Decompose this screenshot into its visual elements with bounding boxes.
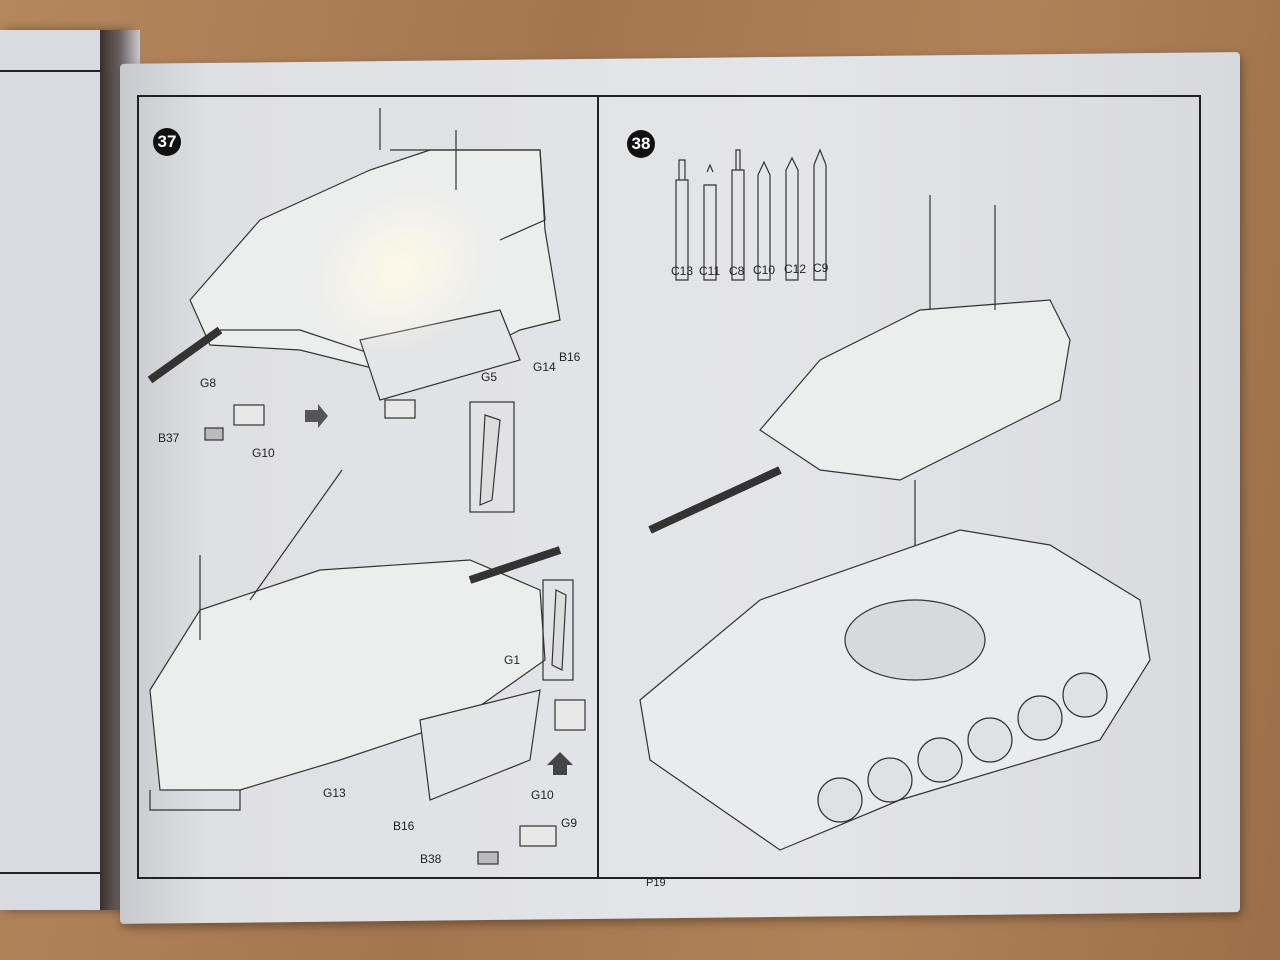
- hull-drawing: [639, 529, 1151, 851]
- ammo-label: C12: [784, 262, 807, 276]
- part-label: G13: [323, 786, 346, 800]
- page-number: P19: [646, 877, 666, 889]
- turret-drawing-step-38: [648, 195, 1071, 534]
- ammo-label: C13: [671, 264, 694, 278]
- part-label: G10: [252, 446, 275, 460]
- part-label: G9: [561, 816, 578, 830]
- part-label: B38: [420, 852, 442, 866]
- ammo-label: C11: [699, 264, 721, 278]
- part-label: G1: [504, 653, 521, 667]
- ammo-label: C10: [753, 263, 776, 277]
- small-parts-drawings: [204, 399, 586, 865]
- turret-drawing-bottom: [149, 469, 562, 811]
- part-label: G5: [481, 370, 498, 384]
- part-label: G14: [533, 360, 556, 374]
- part-label: G10: [531, 788, 554, 802]
- ammo-label: C8: [729, 264, 745, 278]
- part-label: B16: [559, 350, 581, 364]
- sprue-detail-drawings: [469, 401, 574, 681]
- part-label: B37: [158, 431, 180, 445]
- part-label: G8: [200, 376, 217, 390]
- step-38-panel: [597, 95, 1201, 879]
- step-38-badge: 38: [627, 130, 655, 158]
- part-label: B16: [393, 819, 415, 833]
- step-37-badge: 37: [153, 128, 181, 156]
- ammo-label: C9: [813, 261, 829, 275]
- ammo-rounds-drawing: [675, 148, 827, 281]
